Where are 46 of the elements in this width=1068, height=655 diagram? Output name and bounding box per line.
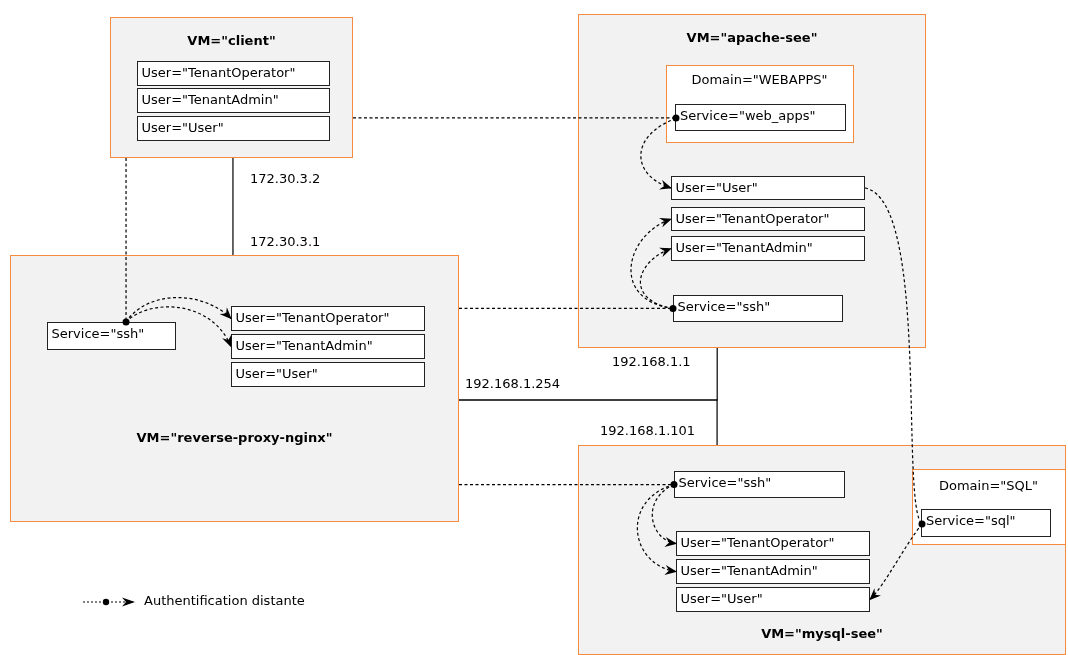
entity-box: User="User" xyxy=(675,586,870,612)
connector xyxy=(639,247,674,310)
entity-box: User="TenantOperator" xyxy=(136,60,330,86)
entity-box: User="User" xyxy=(670,175,865,200)
domain-title: Domain="SQL" xyxy=(938,477,1039,493)
ip-address-label: 192.168.1.254 xyxy=(465,376,561,391)
connector xyxy=(630,218,674,310)
vm-title: VM="apache-see" xyxy=(685,30,819,45)
entity-box: Service="ssh" xyxy=(673,470,845,498)
domain-box xyxy=(911,468,1066,545)
connector xyxy=(122,157,130,326)
connector xyxy=(458,481,678,489)
ip-address-label: 192.168.1.101 xyxy=(600,423,696,438)
entity-box: User="TenantOperator" xyxy=(670,206,865,231)
vm-title: VM="mysql-see" xyxy=(760,626,884,641)
legend-text: Authentification distante xyxy=(144,593,305,608)
connector xyxy=(458,304,677,312)
domain-box xyxy=(665,64,854,143)
entity-box: Service="ssh" xyxy=(672,294,843,322)
domain-title: Domain="WEBAPPS" xyxy=(690,71,829,87)
vm-container xyxy=(578,14,926,348)
entity-box: User="User" xyxy=(136,115,330,141)
entity-box: User="User" xyxy=(230,361,425,387)
connector xyxy=(636,483,677,574)
entity-box: User="TenantAdmin" xyxy=(136,87,330,113)
entity-box: User="TenantAdmin" xyxy=(230,333,425,359)
vm-title: VM="client" xyxy=(186,33,277,48)
vm-container xyxy=(578,445,1066,655)
vm-container xyxy=(10,255,459,522)
ip-address-label: 172.30.3.2 xyxy=(250,171,321,186)
entity-box: User="TenantAdmin" xyxy=(675,558,870,584)
entity-box: User="TenantOperator" xyxy=(230,305,425,331)
entity-box: Service="web_apps" xyxy=(675,104,846,131)
connector xyxy=(352,114,680,122)
ip-address-label: 192.168.1.1 xyxy=(612,354,691,369)
entity-box: Service="sql" xyxy=(921,509,1051,537)
ip-address-label: 172.30.3.1 xyxy=(250,234,321,249)
entity-box: Service="ssh" xyxy=(46,321,176,350)
vm-title: VM="reverse-proxy-nginx" xyxy=(135,430,334,445)
vm-container xyxy=(110,17,353,158)
connector xyxy=(864,187,926,528)
entity-box: User="TenantOperator" xyxy=(675,530,870,556)
network-link xyxy=(232,157,234,256)
network-link xyxy=(458,399,718,446)
entity-box: User="TenantAdmin" xyxy=(670,235,865,261)
connector xyxy=(640,117,677,189)
